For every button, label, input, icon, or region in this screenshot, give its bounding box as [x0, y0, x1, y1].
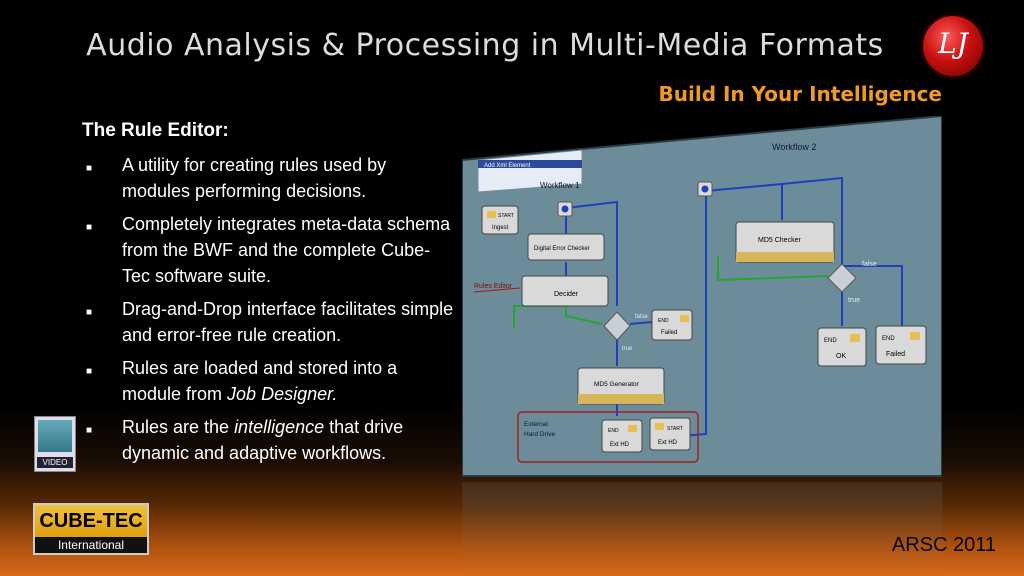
- slide-title: Audio Analysis & Processing in Multi-Med…: [86, 28, 884, 63]
- tagline: Build In Your Intelligence: [658, 82, 942, 106]
- presenter-logo: LJ: [923, 16, 983, 76]
- bullet-item: ■Completely integrates meta-data schema …: [86, 214, 451, 286]
- start-ext-hd-node: START Ext HD: [649, 417, 691, 451]
- decision-diamond: [603, 311, 631, 341]
- rules-editor-label: Rules Editor: [474, 283, 513, 290]
- svg-text:END: END: [658, 318, 669, 324]
- external-label: External: [524, 421, 548, 428]
- md5-generator-node: MD5 Generator: [577, 367, 665, 405]
- bullet-item: ■Drag-and-Drop interface facilitates sim…: [86, 299, 454, 345]
- svg-text:START: START: [498, 213, 514, 219]
- end-ok-node: END OK: [817, 327, 867, 367]
- footer-text: ARSC 2011: [891, 534, 996, 556]
- rule-editor-screenshot: Add Xml Element Workflow 1 Workflow 2 Ru…: [462, 116, 942, 477]
- svg-text:Decider: Decider: [554, 291, 579, 298]
- svg-text:MD5 Checker: MD5 Checker: [758, 237, 801, 244]
- svg-text:Ext HD: Ext HD: [658, 440, 678, 446]
- svg-text:END: END: [608, 428, 619, 434]
- green-link-2: [717, 256, 829, 282]
- true-label: true: [848, 297, 860, 304]
- svg-text:START: START: [667, 426, 683, 432]
- svg-text:Ingest: Ingest: [492, 225, 509, 231]
- decider-node: Decider: [521, 275, 609, 307]
- screenshot-reflection: [462, 482, 942, 576]
- svg-text:END: END: [882, 336, 895, 342]
- section-heading: The Rule Editor:: [82, 120, 229, 141]
- svg-text:Digital Error Checker: Digital Error Checker: [534, 246, 590, 252]
- false-label: false: [862, 261, 877, 268]
- video-label: VIDEO: [37, 457, 73, 468]
- end-failed-node: END Failed: [875, 325, 927, 365]
- bullet-item: ■A utility for creating rules used by mo…: [86, 155, 387, 201]
- decision-diamond: [827, 263, 857, 293]
- start-ingest-node: START Ingest: [481, 205, 519, 235]
- md5-checker-node: MD5 Checker: [735, 221, 835, 263]
- end-ext-hd-node: END Ext HD: [601, 419, 643, 453]
- external-hd-group: [517, 411, 699, 463]
- end-failed-node: END Failed: [651, 309, 693, 341]
- svg-text:MD5 Generator: MD5 Generator: [594, 381, 640, 388]
- svg-text:Failed: Failed: [661, 330, 677, 336]
- svg-text:OK: OK: [836, 353, 846, 360]
- company-logo: CUBE-TEC International: [33, 503, 149, 555]
- bullet-item: ■Rules are the intelligence that drive d…: [86, 417, 404, 463]
- workflow2-label: Workflow 2: [772, 142, 816, 152]
- workflow1-label: Workflow 1: [540, 181, 580, 190]
- video-icon[interactable]: VIDEO: [34, 416, 76, 472]
- svg-text:END: END: [824, 338, 837, 344]
- svg-text:Ext HD: Ext HD: [610, 442, 630, 448]
- digital-error-checker-node: Digital Error Checker: [527, 233, 605, 261]
- window-title: Add Xml Element: [484, 163, 531, 169]
- true-label: true: [622, 346, 633, 352]
- hard-drive-label: Hard Drive: [524, 431, 555, 438]
- bullet-item: ■Rules are loaded and stored into a modu…: [86, 358, 398, 404]
- false-label: false: [635, 314, 648, 320]
- svg-text:Failed: Failed: [886, 351, 905, 358]
- bullet-list: ■A utility for creating rules used by mo…: [84, 152, 454, 473]
